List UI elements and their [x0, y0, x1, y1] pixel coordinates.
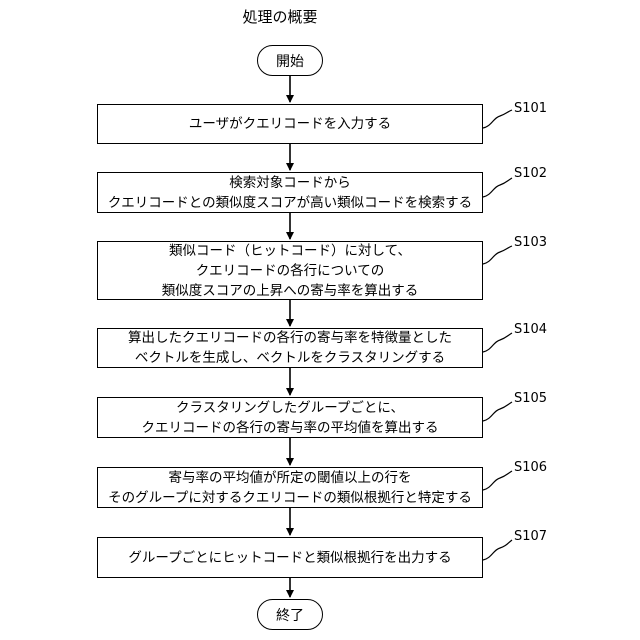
step-box-s106: 寄与率の平均値が所定の閾値以上の行を そのグループに対するクエリコードの類似根拠… — [97, 467, 483, 508]
step-id-s103: S103 — [514, 235, 547, 250]
leader-s103 — [483, 246, 512, 264]
step-id-s107: S107 — [514, 529, 547, 544]
step-text: グループごとにヒットコードと類似根拠行を出力する — [128, 548, 451, 568]
end-label: 終了 — [276, 605, 304, 625]
step-text: 寄与率の平均値が所定の閾値以上の行を — [169, 468, 412, 488]
leader-s104 — [483, 333, 512, 352]
end-terminal: 終了 — [257, 599, 323, 630]
step-box-s102: 検索対象コードから クエリコードとの類似度スコアが高い類似コードを検索する — [97, 172, 483, 213]
step-id-s102: S102 — [514, 166, 547, 181]
start-terminal: 開始 — [257, 45, 323, 76]
leader-s102 — [483, 178, 512, 197]
step-text: ベクトルを生成し、ベクトルをクラスタリングする — [135, 348, 445, 368]
step-text: クエリコードの各行の寄与率の平均値を算出する — [142, 418, 439, 438]
step-id-s104: S104 — [514, 322, 547, 337]
step-text: ユーザがクエリコードを入力する — [189, 114, 391, 134]
step-text: そのグループに対するクエリコードの類似根拠行と特定する — [108, 488, 472, 508]
step-id-s105: S105 — [514, 391, 547, 406]
leader-s105 — [483, 402, 512, 421]
step-text: 類似度スコアの上昇への寄与率を算出する — [162, 281, 419, 301]
step-box-s105: クラスタリングしたグループごとに、 クエリコードの各行の寄与率の平均値を算出する — [97, 397, 483, 438]
leader-s107 — [483, 540, 512, 560]
step-box-s104: 算出したクエリコードの各行の寄与率を特徴量とした ベクトルを生成し、ベクトルをク… — [97, 328, 483, 368]
start-label: 開始 — [276, 51, 304, 71]
step-id-s106: S106 — [514, 460, 547, 475]
step-text: 検索対象コードから — [229, 173, 351, 193]
step-box-s107: グループごとにヒットコードと類似根拠行を出力する — [97, 537, 483, 578]
step-box-s101: ユーザがクエリコードを入力する — [97, 104, 483, 144]
leader-s106 — [483, 471, 512, 490]
step-text: クエリコードとの類似度スコアが高い類似コードを検索する — [108, 193, 472, 213]
step-text: クラスタリングしたグループごとに、 — [176, 398, 404, 418]
leader-s101 — [483, 110, 512, 128]
step-id-s101: S101 — [514, 101, 547, 116]
step-text: 類似コード（ヒットコード）に対して、 — [169, 241, 411, 261]
step-text: 算出したクエリコードの各行の寄与率を特徴量とした — [128, 328, 452, 348]
step-box-s103: 類似コード（ヒットコード）に対して、 クエリコードの各行についての 類似度スコア… — [97, 241, 483, 300]
step-text: クエリコードの各行についての — [196, 261, 385, 281]
